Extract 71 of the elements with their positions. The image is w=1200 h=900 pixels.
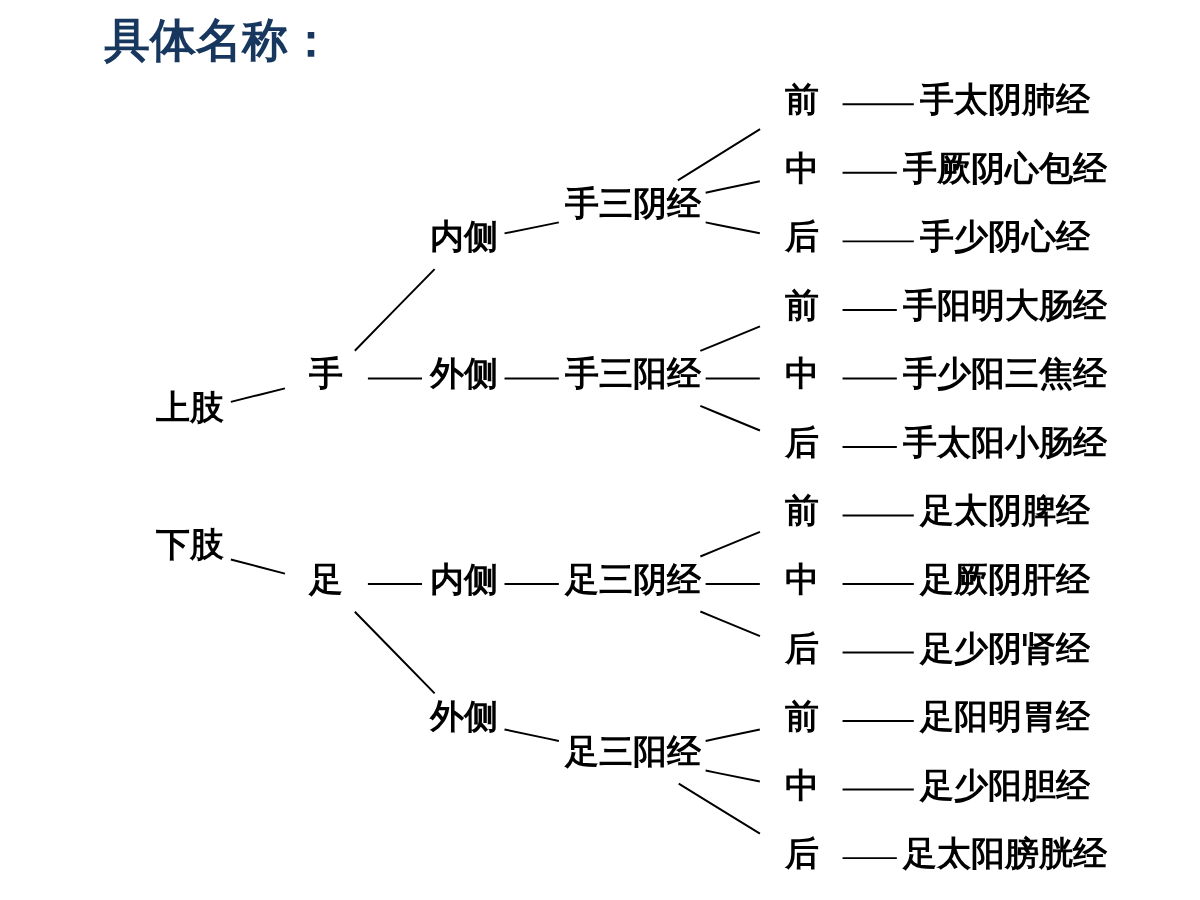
node-text: 前 (784, 491, 819, 531)
connector (503, 583, 560, 585)
connector (704, 377, 761, 380)
node-text: 手太阴肺经 (919, 80, 1090, 120)
node-text: 手阳明大肠经 (902, 285, 1107, 325)
node-text: 中 (784, 765, 819, 805)
node-text: 足三阴经 (564, 560, 701, 600)
node-text: 足厥阴肝经 (919, 560, 1090, 600)
node-text: 后 (784, 628, 819, 668)
node-text: 后 (784, 422, 819, 462)
connector (704, 221, 761, 235)
connector (841, 445, 898, 448)
connector (698, 404, 761, 432)
connector (229, 558, 286, 575)
node-text: 手三阴经 (564, 183, 701, 223)
node-text: 足 (308, 560, 343, 600)
node-text: 外侧 (429, 697, 498, 737)
connector (704, 728, 761, 742)
connector (841, 171, 898, 174)
node-text: 足阳明胃经 (919, 697, 1090, 737)
node-text: 手三阳经 (564, 354, 701, 394)
connector (841, 788, 915, 791)
node-text: 足少阳胆经 (919, 765, 1090, 805)
connector (353, 268, 436, 352)
connector (841, 583, 915, 585)
node-text: 后 (784, 834, 819, 874)
node-text: 下肢 (155, 524, 224, 564)
connector (366, 377, 423, 380)
connector (503, 377, 560, 380)
connector (841, 377, 898, 380)
node-text: 上肢 (155, 387, 224, 427)
node-text: 足少阴肾经 (919, 628, 1090, 668)
node-text: 手少阴心经 (919, 217, 1090, 257)
node-text: 外侧 (429, 354, 498, 394)
node-text: 后 (784, 217, 819, 257)
connector (841, 514, 915, 517)
connector (841, 651, 915, 654)
node-text: 手厥阴心包经 (902, 148, 1107, 188)
connector (841, 720, 915, 723)
node-text: 中 (784, 560, 819, 600)
connector (503, 728, 560, 742)
connector (841, 240, 915, 243)
connector (366, 583, 423, 585)
node-text: 内侧 (429, 217, 498, 257)
connector (704, 769, 761, 783)
node-text: 足太阴脾经 (919, 491, 1090, 531)
connector (704, 180, 761, 194)
node-text: 手 (308, 354, 343, 394)
connector (698, 610, 761, 638)
connector (841, 857, 898, 860)
diagram-title: 具体名称： (103, 13, 334, 67)
connector (503, 221, 560, 235)
node-text: 前 (784, 285, 819, 325)
node-text: 足三阳经 (564, 732, 701, 772)
node-text: 中 (784, 148, 819, 188)
connector (698, 325, 761, 352)
connector (704, 583, 761, 585)
node-text: 内侧 (429, 560, 498, 600)
connector (841, 308, 898, 311)
connector (698, 530, 761, 558)
node-text: 手太阳小肠经 (902, 422, 1107, 462)
node-text: 手少阳三焦经 (902, 354, 1107, 394)
connector (676, 128, 761, 182)
node-text: 中 (784, 354, 819, 394)
connector (229, 387, 286, 403)
connector (353, 610, 436, 695)
node-text: 前 (784, 80, 819, 120)
node-text: 前 (784, 697, 819, 737)
connector (841, 103, 915, 106)
connector (677, 782, 761, 835)
node-text: 足太阳膀胱经 (902, 834, 1107, 874)
